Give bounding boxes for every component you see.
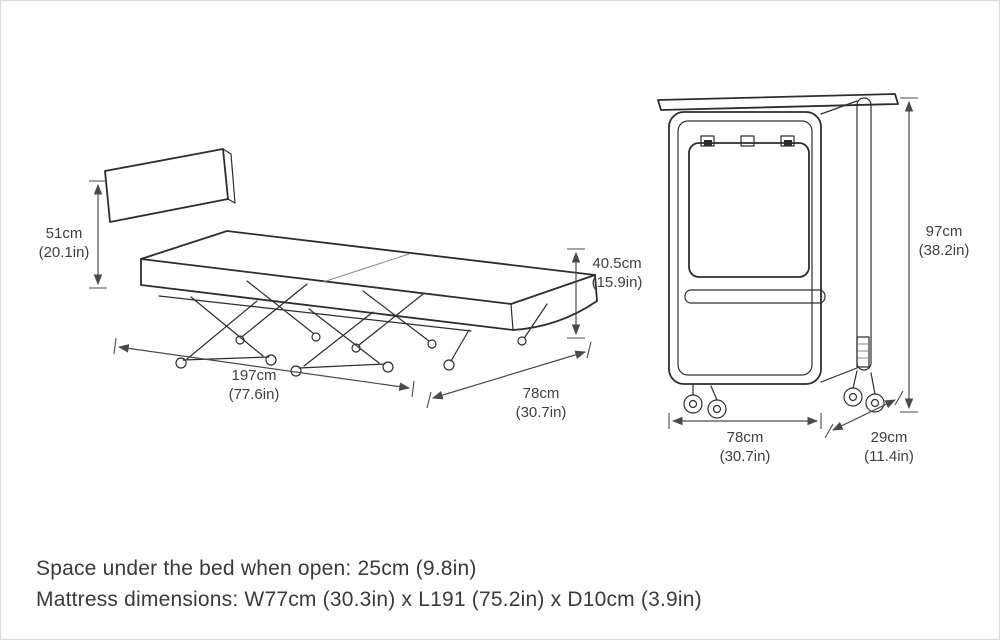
folded-bed-illustration: [657, 93, 899, 419]
open-bed-platform-height-label: 40.5cm (15.9in): [591, 254, 643, 291]
folded-mattress-panel: [688, 135, 810, 278]
dim-folded-depth-arrow: [824, 390, 904, 439]
open-bed-length-label: 197cm (77.6in): [228, 366, 280, 403]
dim-folded-width-arrow: [668, 413, 822, 429]
dim-open-width-arrow: [426, 341, 592, 409]
folded-bed-depth-label: 29cm (11.4in): [864, 428, 914, 465]
folded-frame: [668, 97, 872, 385]
mattress: [140, 230, 598, 331]
folded-bed-width-label: 78cm (30.7in): [719, 428, 771, 465]
dim-open-platform-height-arrow: [567, 248, 585, 339]
open-bed-headboard-height-label: 51cm (20.1in): [38, 224, 90, 261]
folded-bed-dimension-lines: [668, 97, 918, 439]
open-bed-width-label: 78cm (30.7in): [515, 384, 567, 421]
dim-folded-height-arrow: [900, 97, 918, 413]
open-bed-dimension-lines: [89, 180, 592, 409]
lower-crossbar: [684, 289, 826, 304]
note-mattress-dimensions: Mattress dimensions: W77cm (30.3in) x L1…: [36, 588, 702, 611]
headboard: [104, 148, 236, 223]
folded-bed-height-label: 97cm (38.2in): [918, 222, 970, 259]
dim-open-length-arrow: [113, 337, 415, 398]
caster-wheels: [683, 370, 885, 419]
note-space-under-bed: Space under the bed when open: 25cm (9.8…: [36, 557, 477, 580]
top-plank: [657, 93, 899, 111]
folding-legs: [158, 280, 548, 377]
latch-strap: [856, 336, 870, 368]
open-bed-illustration: [104, 148, 598, 377]
dim-open-headboard-height-arrow: [89, 180, 107, 289]
